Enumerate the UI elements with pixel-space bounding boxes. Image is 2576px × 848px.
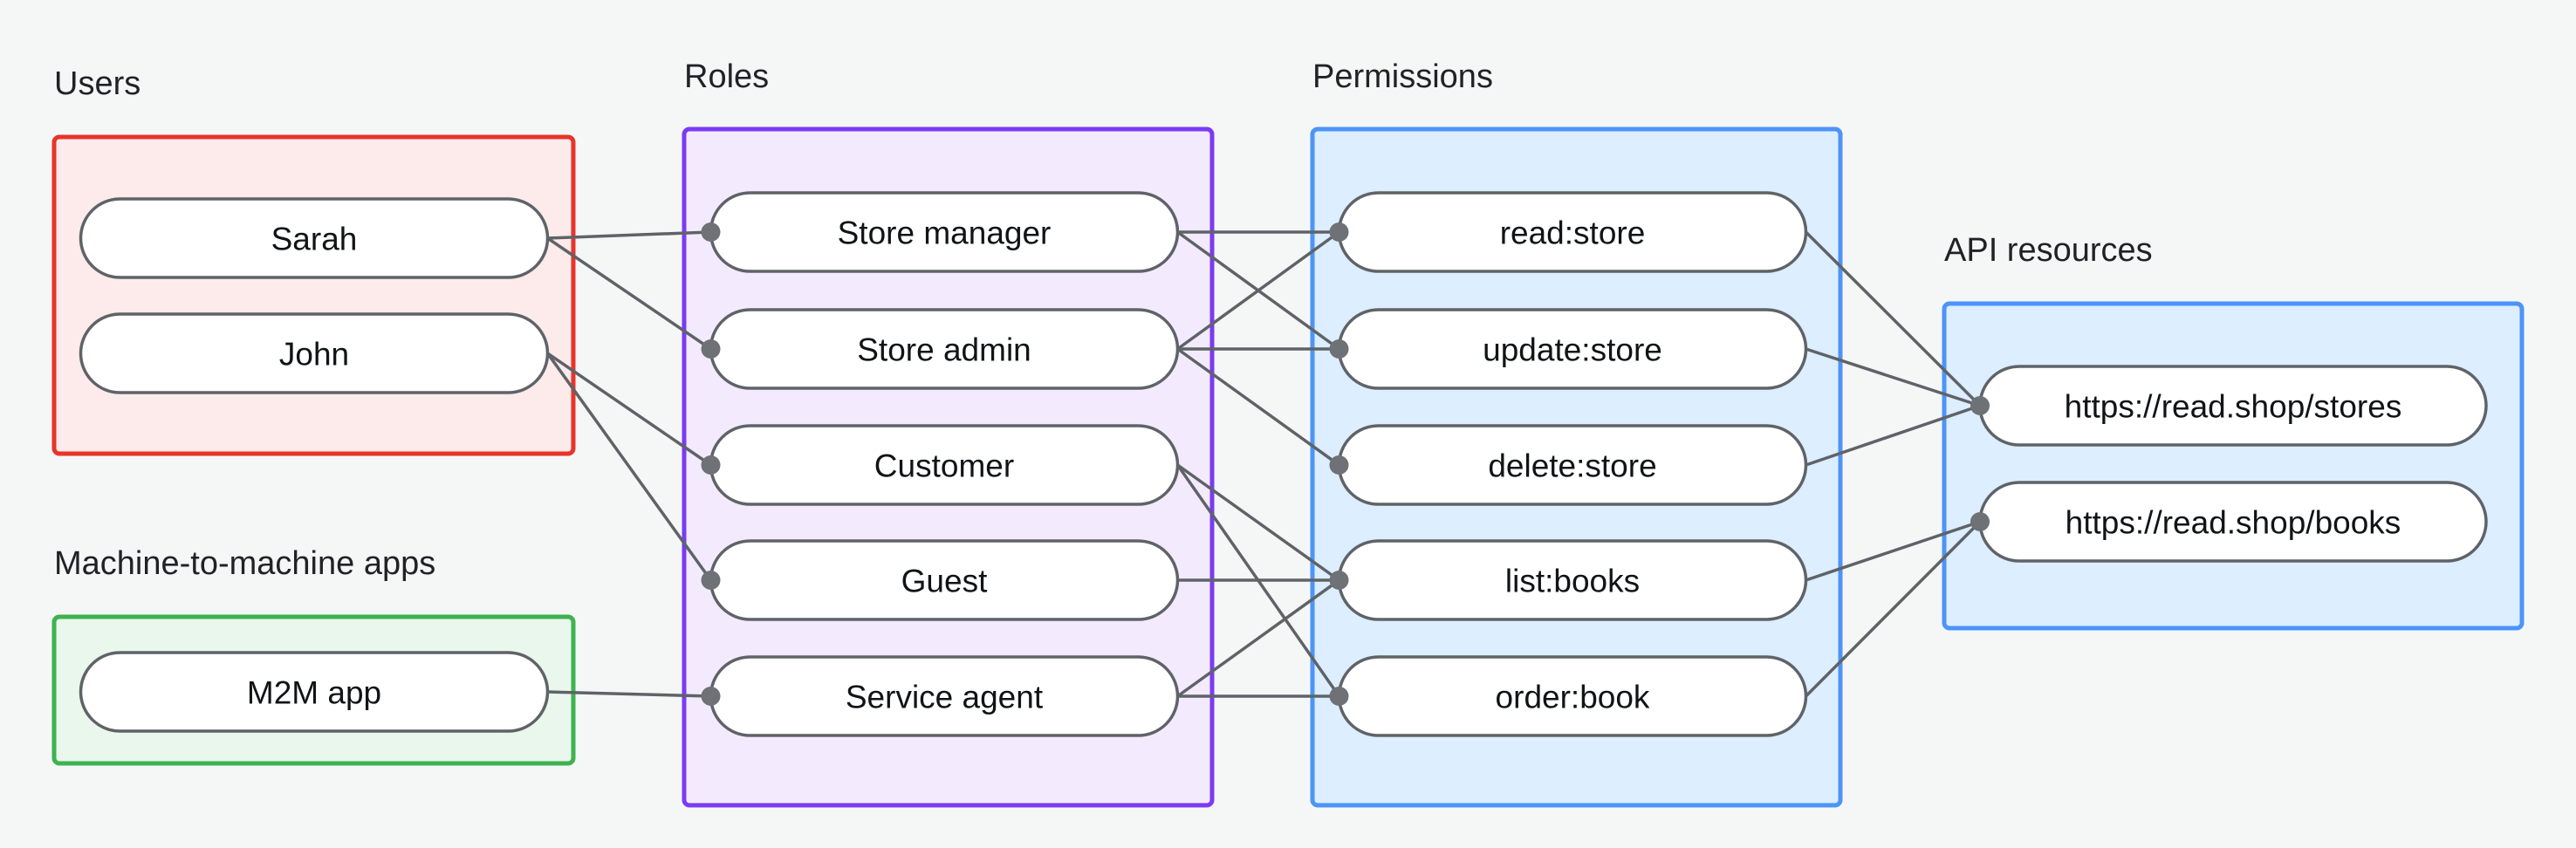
node-label-store-admin: Store admin <box>857 332 1031 368</box>
edge-dot-update-store <box>1329 339 1349 359</box>
node-label-customer: Customer <box>874 448 1014 484</box>
node-label-read-store: read:store <box>1500 215 1646 251</box>
edge-john-to-guest <box>546 352 712 582</box>
edge-store-admin-to-read-store <box>1176 230 1340 351</box>
edge-dots-layer <box>701 222 1990 706</box>
node-label-list-books: list:books <box>1505 564 1640 599</box>
group-panel-api-resources <box>1942 301 2525 631</box>
edge-dot-order-book <box>1329 687 1349 706</box>
edge-customer-to-list-books <box>1176 463 1340 582</box>
node-label-m2m-app: M2M app <box>247 675 381 711</box>
edge-dot-res-books <box>1970 512 1990 531</box>
node-sarah[interactable] <box>79 197 550 279</box>
node-label-res-stores: https://read.shop/stores <box>2065 389 2402 425</box>
group-panel-users <box>51 134 576 456</box>
node-label-guest: Guest <box>901 564 988 599</box>
edge-order-book-to-res-books <box>1805 520 1982 698</box>
edge-dot-guest <box>701 571 721 590</box>
node-label-store-manager: Store manager <box>838 215 1052 251</box>
edge-dot-store-admin <box>701 339 721 359</box>
edge-dot-list-books <box>1329 571 1349 590</box>
edge-dot-store-manager <box>701 222 721 242</box>
edge-sarah-to-store-admin <box>546 236 712 351</box>
group-title-users: Users <box>54 65 140 102</box>
node-label-res-books: https://read.shop/books <box>2066 505 2401 541</box>
edge-dot-delete-store <box>1329 455 1349 475</box>
edge-list-books-to-res-books <box>1805 520 1981 582</box>
node-label-service-agent: Service agent <box>846 680 1044 715</box>
edge-dot-read-store <box>1329 222 1349 242</box>
node-label-john: John <box>279 337 349 373</box>
group-title-permissions: Permissions <box>1312 58 1493 95</box>
edge-dot-service-agent <box>701 687 721 706</box>
edge-dot-res-stores <box>1970 396 1990 415</box>
group-title-m2m: Machine-to-machine apps <box>54 545 435 582</box>
edge-dot-customer <box>701 455 721 475</box>
edge-read-store-to-res-stores <box>1805 230 1982 407</box>
edge-delete-store-to-res-stores <box>1805 404 1981 467</box>
node-label-order-book: order:book <box>1496 680 1650 715</box>
node-m2m-app[interactable] <box>79 651 550 733</box>
edge-m2m-app-to-service-agent <box>547 690 711 698</box>
edge-store-admin-to-delete-store <box>1176 347 1340 467</box>
node-label-update-store: update:store <box>1483 332 1662 368</box>
node-john[interactable] <box>79 312 550 394</box>
edge-john-to-customer <box>546 352 712 467</box>
group-title-roles: Roles <box>684 58 769 95</box>
node-label-sarah: Sarah <box>271 222 358 257</box>
group-title-api-resources: API resources <box>1944 232 2153 269</box>
edge-service-agent-to-list-books <box>1176 578 1340 698</box>
edge-update-store-to-res-stores <box>1805 347 1981 407</box>
edges-layer <box>546 230 1982 698</box>
edge-sarah-to-store-manager <box>547 230 711 240</box>
node-label-delete-store: delete:store <box>1488 448 1656 484</box>
